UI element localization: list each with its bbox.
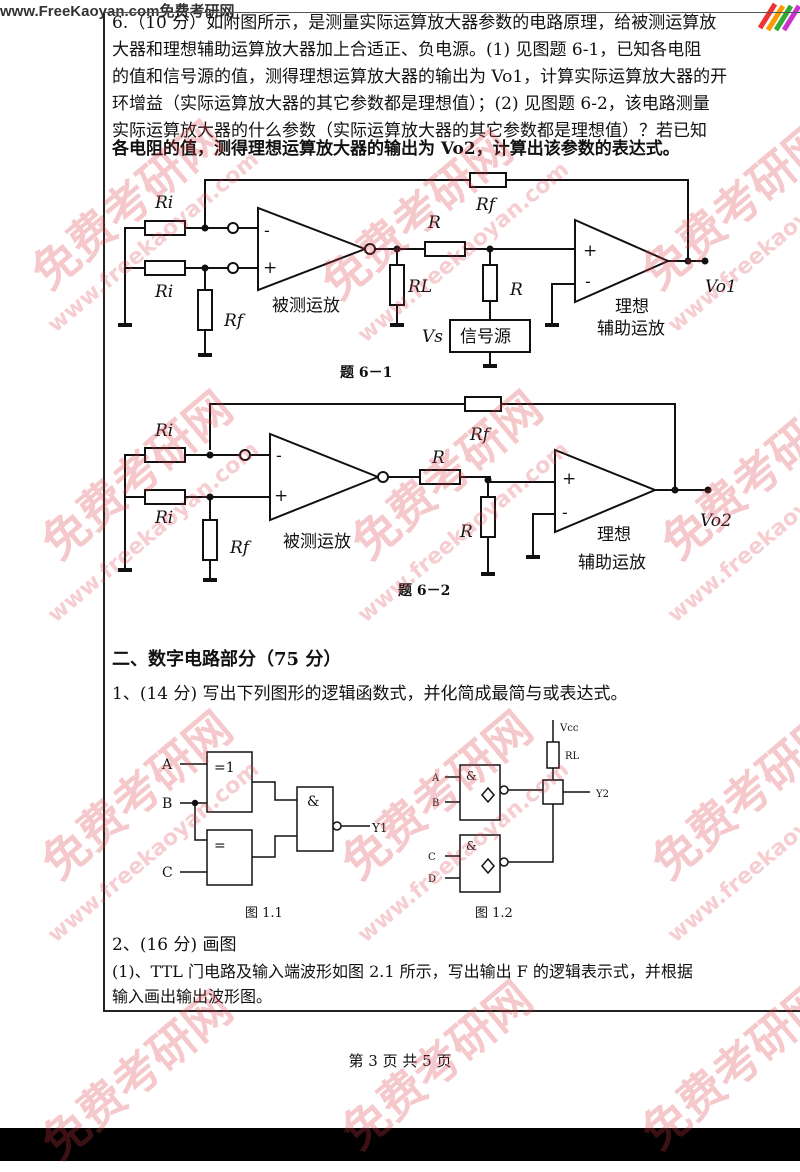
label-d-2: D [428,874,436,885]
label-r-shunt-2: R [459,522,473,542]
label-ideal: 理想 [615,297,649,317]
label-r-shunt: R [509,280,523,300]
page-number: 第 3 页 共 5 页 [348,1052,452,1070]
caption-6-2: 题 6－2 [398,583,450,599]
label-plus-ideal-2: + [562,469,576,489]
label-c: C [162,865,173,881]
label-y1: Y1 [371,821,388,835]
label-and-gate: & [307,794,319,810]
ideal-opamp [574,218,671,304]
label-r-series: R [427,213,441,233]
label-dut: 被测运放 [272,296,340,316]
label-ri-top-2: Ri [154,421,173,441]
label-b: B [162,796,172,812]
label-aux-opamp: 辅助运放 [597,319,665,339]
figure-6-2 [118,396,712,582]
label-vo2: Vo2 [700,511,732,531]
page-frame [103,12,800,1012]
label-ri-top: Ri [154,193,173,213]
label-rf-top: Rf [475,195,498,215]
label-minus-2: - [276,446,282,466]
question-2-line-2: 输入画出输出波形图。 [112,987,273,1006]
label-y2: Y2 [595,789,609,800]
figure-1-1 [180,751,370,886]
q6-line-5: 实际运算放大器的什么参数（实际运算放大器的其它参数都是理想值）？若已知 [112,121,707,141]
site-logo-icon [757,2,800,32]
caption-1-1: 图 1.1 [245,906,283,921]
label-rf-ground: Rf [223,311,246,331]
label-xnor-gate: = [214,838,226,854]
question-2-line-1: (1)、TTL 门电路及输入端波形如图 2.1 所示，写出输出 F 的逻辑表示式… [112,962,693,981]
resistor-rf-ground [197,289,213,331]
label-plus-ideal: + [583,241,597,261]
opamp-under-test [257,206,368,292]
q6-line-6: 各电阻的值，测得理想运算放大器的输出为 Vo2，计算出该参数的表达式。 [112,139,680,159]
resistor-r-shunt [482,264,498,302]
label-plus: + [263,258,277,278]
scan-bottom-bar [0,1128,800,1161]
resistor-r-series [424,241,466,257]
label-rf-ground-2: Rf [229,538,252,558]
site-header: www.FreeKaoyan.com免费考研网 [0,3,235,20]
resistor-ri-top [144,220,186,236]
label-ri-bottom: Ri [154,282,173,302]
label-ideal-2: 理想 [597,525,631,545]
label-xor-gate: =1 [214,760,235,776]
label-minus-ideal: - [585,272,591,292]
label-ri-bottom-2: Ri [154,508,173,528]
label-b-2: B [432,798,439,809]
figure-6-1 [118,172,709,368]
q6-line-2: 大器和理想辅助运算放大器加上合适正、负电源。(1) 见图题 6-1，已知各电阻 [112,40,702,60]
label-r-series-2: R [431,448,445,468]
label-vo1: Vo1 [705,277,737,297]
label-plus-2: + [274,486,288,506]
label-vs: Vs [422,327,443,347]
label-rl: RL [407,277,432,297]
label-vcc: Vcc [559,723,579,734]
resistor-rl [389,264,405,306]
label-c-2: C [428,852,436,863]
label-a: A [161,757,173,773]
label-a-2: A [431,773,440,784]
label-and-gate-2: & [466,839,477,853]
label-and-gate-1: & [466,769,477,783]
caption-6-1: 题 6－1 [340,365,392,381]
resistor-ri-bottom [144,260,186,276]
figure-1-2 [445,720,590,893]
label-signal-source: 信号源 [460,327,511,347]
q6-line-1: 6.（10 分）如附图所示，是测量实际运算放大器参数的电路原理，给被测运算放 [112,13,717,33]
label-rf-top-2: Rf [469,425,492,445]
section-2-title: 二、数字电路部分（75 分） [112,649,342,670]
q6-line-3: 的值和信号源的值，测得理想运算放大器的输出为 Vo1，计算实际运算放大器的开 [112,67,728,87]
label-rl-logic: RL [565,751,580,762]
question-1: 1、(14 分) 写出下列图形的逻辑函数式，并化简成最简与或表达式。 [112,684,628,704]
label-dut-2: 被测运放 [283,532,351,552]
label-minus-ideal-2: - [562,503,568,523]
caption-1-2: 图 1.2 [475,906,513,921]
label-minus: - [264,221,270,241]
label-aux-opamp-2: 辅助运放 [578,553,646,573]
q6-line-4: 环增益（实际运算放大器的其它参数都是理想值）；(2) 见图题 6-2，该电路测量 [112,94,710,114]
question-2-title: 2、(16 分) 画图 [112,935,237,955]
resistor-rf-feedback [469,172,507,188]
